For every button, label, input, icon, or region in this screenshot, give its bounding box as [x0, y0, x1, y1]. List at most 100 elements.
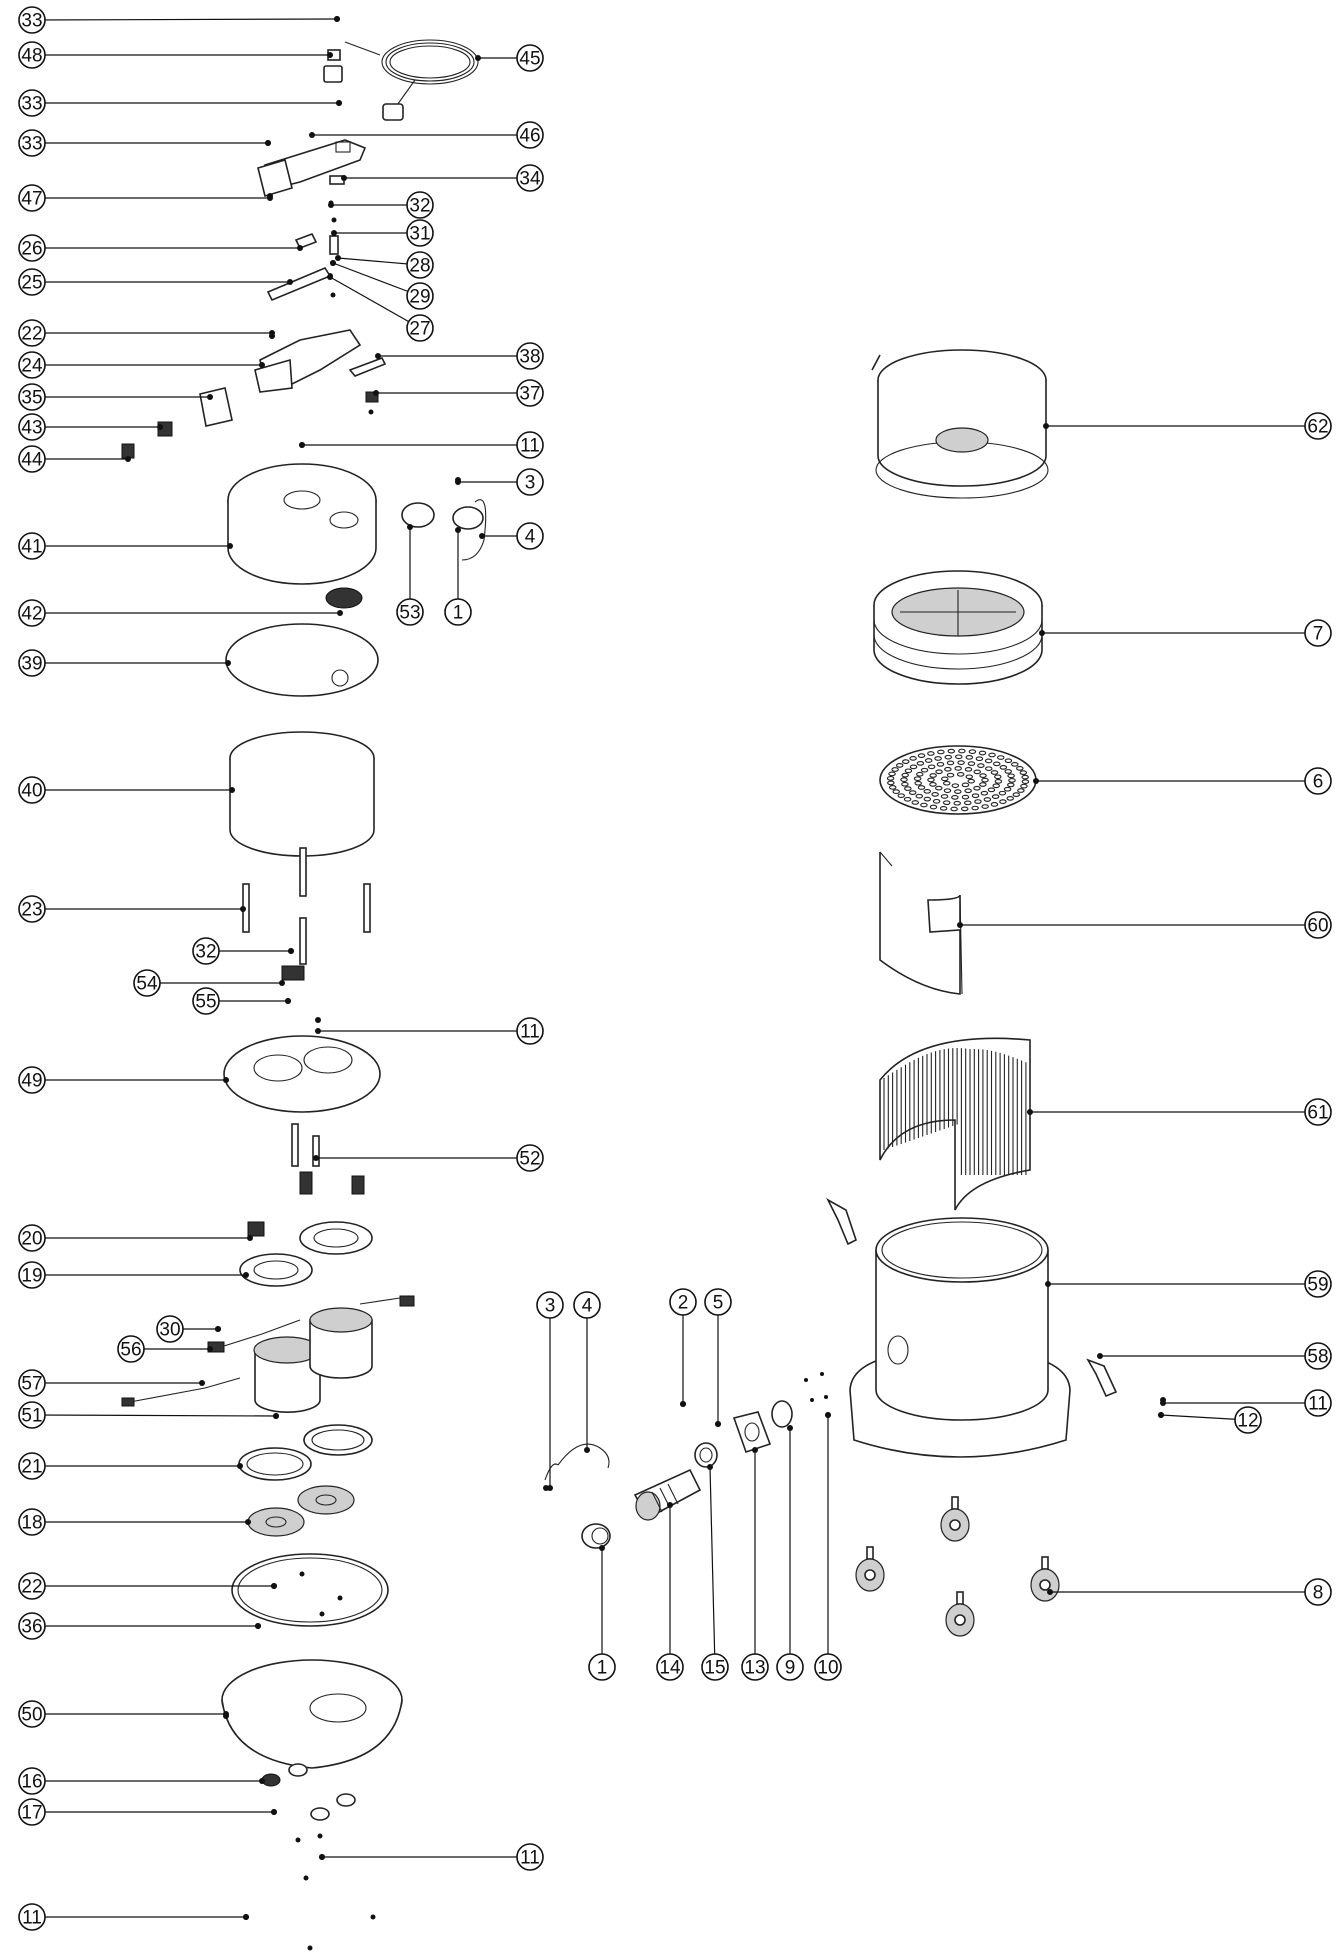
callout-9: 9	[776, 1653, 804, 1681]
callout-number: 57	[21, 1374, 42, 1395]
callout-circle	[516, 431, 544, 459]
callout-number: 32	[409, 196, 430, 217]
callout-circle	[1304, 1098, 1332, 1126]
bumper-part	[310, 1807, 330, 1821]
motor-head-part	[227, 442, 377, 585]
callout-circle	[536, 1291, 564, 1319]
caster-stem	[956, 1591, 964, 1605]
disk-hole	[965, 754, 974, 760]
leader-dot	[680, 1401, 686, 1407]
cap-53-part	[401, 502, 435, 528]
callout-circle	[396, 598, 424, 626]
leader-dot	[287, 279, 293, 285]
callout-28: 28	[406, 251, 434, 279]
callout-number: 39	[21, 654, 42, 675]
callout-number: 21	[21, 1457, 42, 1478]
callout-11: 11	[516, 1017, 544, 1045]
callout-number: 42	[21, 604, 42, 625]
leader-dot	[247, 1235, 253, 1241]
callout-55: 55	[192, 987, 220, 1015]
callout-number: 40	[21, 781, 42, 802]
callout-number: 25	[21, 273, 42, 294]
disk-hole	[954, 766, 962, 771]
callout-circle	[117, 1335, 145, 1363]
callout-number: 27	[409, 319, 430, 340]
leader-dot	[1039, 630, 1045, 636]
disk-hole	[990, 770, 999, 775]
leader-dot	[243, 1914, 249, 1920]
leader-dot	[309, 132, 315, 138]
box-35-part	[199, 387, 233, 427]
leader-dot	[1160, 1400, 1166, 1406]
callout-42: 42	[18, 599, 46, 627]
callout-5: 5	[704, 1288, 732, 1316]
callout-circle	[516, 522, 544, 550]
leader-lines	[31, 16, 1318, 1920]
callout-number: 11	[520, 436, 540, 457]
callout-number: 4	[525, 527, 536, 548]
callout-number: 3	[525, 473, 536, 494]
disk-hole	[909, 755, 917, 761]
callout-number: 32	[195, 942, 216, 963]
leader-dot	[479, 533, 485, 539]
disk-hole	[929, 804, 938, 810]
bumper-part	[336, 1793, 356, 1807]
callout-40: 40	[18, 776, 46, 804]
filter-7-part	[873, 570, 1043, 685]
leader-line	[329, 276, 421, 329]
leader-line	[709, 1466, 716, 1668]
disk-hole	[946, 772, 955, 778]
leader-dot	[229, 787, 235, 793]
callout-41: 41	[18, 532, 46, 560]
gasket-part	[299, 1221, 373, 1255]
callout-11: 11	[18, 1903, 46, 1931]
callout-number: 18	[21, 1513, 42, 1534]
callout-number: 17	[21, 1803, 42, 1824]
callout-circle	[18, 383, 46, 411]
disk-hole	[960, 806, 969, 812]
disk-hole	[953, 800, 961, 806]
callout-number: 28	[409, 256, 430, 277]
disk-hole	[992, 783, 1000, 789]
rod-part	[299, 847, 307, 897]
disk-hole	[931, 792, 939, 797]
callout-circle	[18, 1612, 46, 1640]
callout-circle	[406, 251, 434, 279]
leader-dot	[125, 456, 131, 462]
callout-17: 17	[18, 1798, 46, 1826]
leader-dot	[667, 1502, 673, 1508]
leader-dot	[334, 16, 340, 22]
callout-39: 39	[18, 649, 46, 677]
callout-14: 14	[656, 1653, 684, 1681]
callout-30: 30	[156, 1315, 184, 1343]
callout-circle	[516, 468, 544, 496]
callout-16: 16	[18, 1767, 46, 1795]
callout-number: 11	[520, 1022, 540, 1043]
disk-hole	[961, 794, 970, 800]
callout-circle	[704, 1288, 732, 1316]
disk-hole	[1008, 777, 1016, 783]
disk-hole	[886, 775, 895, 781]
callout-number: 15	[704, 1658, 725, 1679]
callout-33: 33	[18, 6, 46, 34]
callout-29: 29	[406, 282, 434, 310]
callout-circle	[18, 599, 46, 627]
callout-number: 11	[520, 1848, 540, 1869]
callout-circle	[444, 598, 472, 626]
caster-stem	[866, 1546, 874, 1560]
disk-hole	[932, 798, 941, 804]
leader-dot	[207, 1346, 213, 1352]
ring-36-part	[231, 1553, 389, 1627]
callout-number: 29	[409, 287, 430, 308]
callout-circle	[18, 41, 46, 69]
callout-number: 11	[22, 1908, 42, 1929]
leader-dot	[787, 1425, 793, 1431]
callout-number: 41	[21, 537, 42, 558]
disk-hole	[992, 761, 1001, 767]
leader-dot	[271, 1583, 277, 1589]
callout-number: 37	[519, 384, 540, 405]
leader-dot	[299, 442, 305, 448]
disk-hole	[950, 806, 958, 812]
disk-hole	[977, 763, 985, 768]
